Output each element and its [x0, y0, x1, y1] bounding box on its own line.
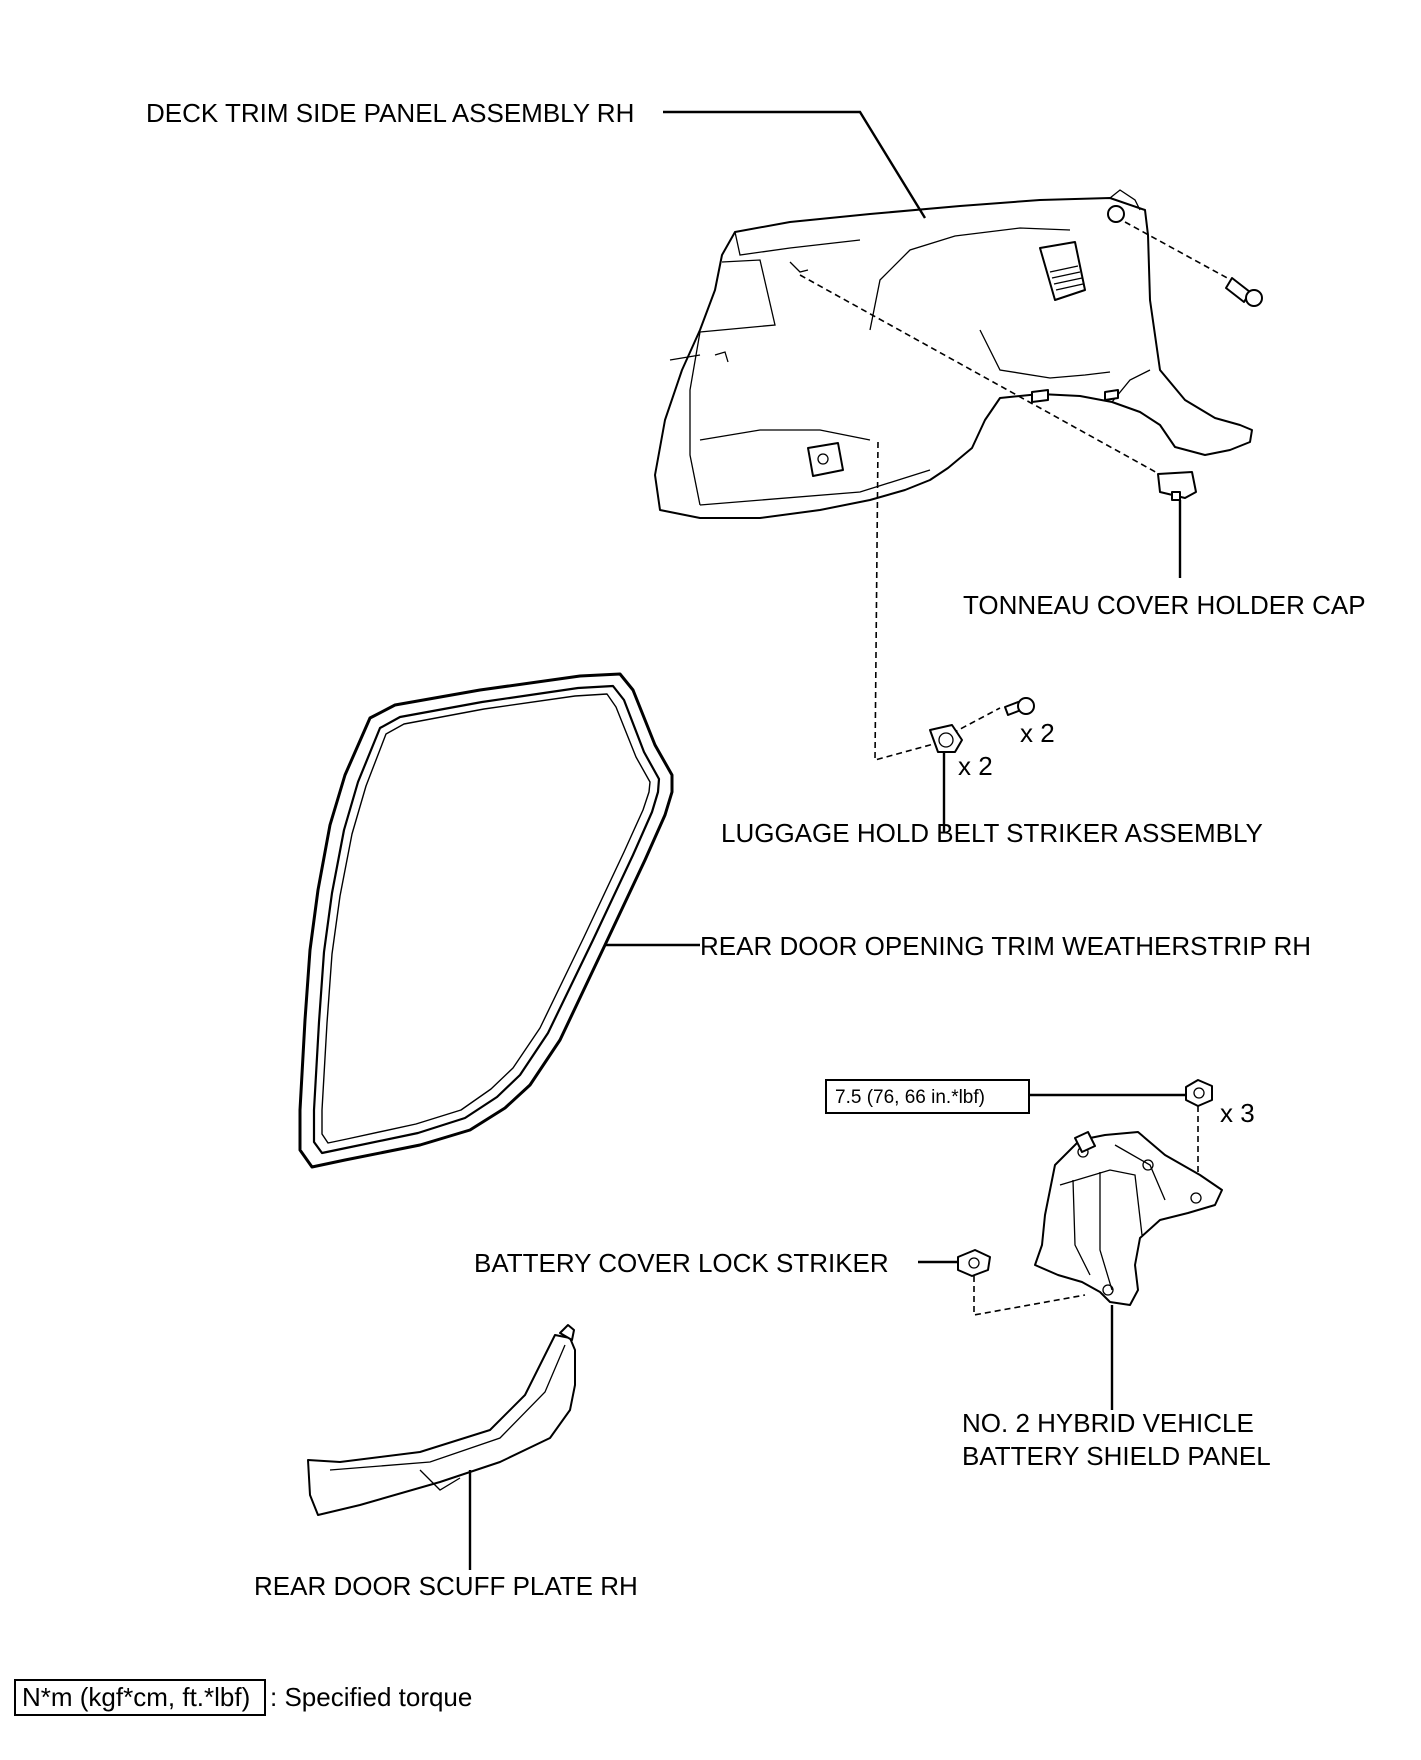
- label-rear-door-scuff-plate: REAR DOOR SCUFF PLATE RH: [254, 1571, 638, 1601]
- torque-spec-box: [825, 1079, 1030, 1114]
- label-tonneau-cover-holder-cap: TONNEAU COVER HOLDER CAP: [963, 590, 1366, 620]
- shield-panel-nut-icon: [1185, 1079, 1213, 1107]
- striker-bolt-icon: [1004, 697, 1035, 716]
- label-striker-qty: x 2: [958, 751, 993, 781]
- legend-units: N*m (kgf*cm, ft.*lbf): [22, 1682, 250, 1712]
- striker-guide-dashes: [874, 441, 1001, 762]
- panel-vent-grille: [1039, 241, 1086, 301]
- rear-door-weatherstrip-drawing: [298, 672, 674, 1169]
- rear-door-scuff-plate-drawing: [307, 1324, 576, 1516]
- deck-trim-leader: [663, 110, 927, 219]
- battery-shield-panel-drawing: [1034, 1131, 1223, 1306]
- label-nut-qty: x 3: [1220, 1098, 1255, 1128]
- label-bolt-qty: x 2: [1020, 718, 1055, 748]
- panel-striker-pocket: [807, 442, 844, 477]
- label-shield-panel-line2: BATTERY SHIELD PANEL: [962, 1441, 1271, 1471]
- label-deck-trim-side-panel: DECK TRIM SIDE PANEL ASSEMBLY RH: [146, 98, 634, 128]
- battery-striker-guide-dashes: [973, 1276, 1086, 1316]
- label-luggage-hold-belt-striker: LUGGAGE HOLD BELT STRIKER ASSEMBLY: [721, 818, 1263, 848]
- legend-units-box: [14, 1679, 266, 1716]
- torque-spec-value: 7.5 (76, 66 in.*lbf): [835, 1087, 985, 1108]
- label-shield-panel-line1: NO. 2 HYBRID VEHICLE: [962, 1408, 1254, 1438]
- deck-trim-screw-icon: [1124, 221, 1263, 307]
- luggage-hold-belt-striker-icon: [929, 724, 963, 753]
- label-rear-door-weatherstrip: REAR DOOR OPENING TRIM WEATHERSTRIP RH: [700, 931, 1311, 961]
- legend-description: : Specified torque: [270, 1682, 472, 1712]
- tonneau-cover-holder-cap-icon: [799, 274, 1197, 501]
- torque-legend: N*m (kgf*cm, ft.*lbf) : Specified torque: [14, 1679, 472, 1716]
- deck-trim-side-panel-drawing: [654, 189, 1253, 519]
- battery-cover-lock-striker-icon: [957, 1249, 991, 1277]
- label-battery-cover-lock-striker: BATTERY COVER LOCK STRIKER: [474, 1248, 889, 1278]
